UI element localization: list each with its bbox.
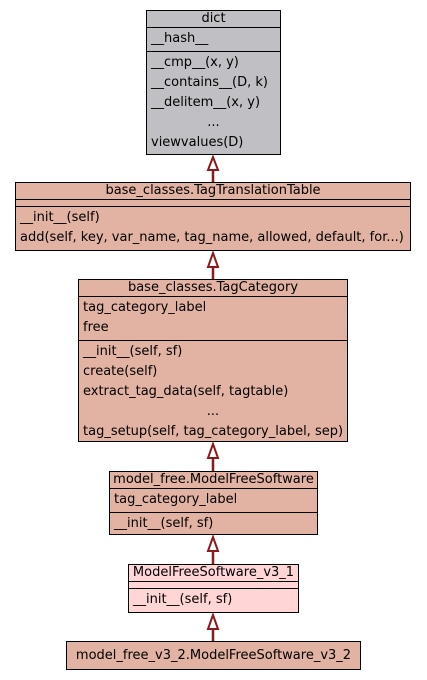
operation: create(self) [83,364,158,379]
operations-section: __init__(self, sf) [129,589,298,612]
attribute: __hash__ [151,31,209,46]
operations-section: __init__(self, sf) [110,513,317,536]
attributes-section [129,582,298,589]
class-name: ModelFreeSoftware_v3_1 [129,565,298,582]
attribute: tag_category_label [114,492,238,507]
operation: tag_setup(self, tag_category_label, sep) [83,424,344,439]
operation: __contains__(D, k) [151,75,268,90]
operation: add(self, key, var_name, tag_name, allow… [20,230,404,245]
operations-section: __cmp__(x, y) __contains__(D, k) __delit… [147,52,280,155]
operation: __delitem__(x, y) [151,95,261,110]
attributes-section: __hash__ [147,28,280,52]
attributes-section: tag_category_label [110,489,317,513]
inheritance-arrowhead [206,250,220,268]
attributes-section [16,200,410,207]
class-name: dict [147,11,280,28]
operation: __init__(self, sf) [133,592,233,607]
class-name: model_free.ModelFreeSoftware [110,472,317,489]
class-box-model-free-software[interactable]: model_free.ModelFreeSoftware tag_categor… [109,471,318,535]
attribute: free [83,320,109,335]
class-box-tag-category[interactable]: base_classes.TagCategory tag_category_la… [78,279,348,442]
attribute: tag_category_label [83,300,207,315]
operation: __init__(self, sf) [114,516,214,531]
class-name: base_classes.TagCategory [79,280,347,297]
operation: extract_tag_data(self, tagtable) [83,384,289,399]
operation: __init__(self) [20,210,100,225]
class-name: model_free_v3_2.ModelFreeSoftware_v3_2 [75,648,352,663]
attributes-section: tag_category_label free [79,297,347,341]
inheritance-arrowhead [206,612,220,630]
ellipsis: ... [206,404,220,419]
operations-section: __init__(self) add(self, key, var_name, … [16,207,410,250]
inheritance-arrowhead [206,154,220,171]
class-box-model-free-software-v3-1[interactable]: ModelFreeSoftware_v3_1 __init__(self, sf… [128,564,299,613]
operation: __init__(self, sf) [83,344,183,359]
inheritance-arrowhead [206,441,220,459]
class-name: base_classes.TagTranslationTable [16,183,410,200]
operation: __cmp__(x, y) [151,55,239,70]
class-box-dict[interactable]: dict __hash__ __cmp__(x, y) __contains__… [146,10,281,155]
operation: viewvalues(D) [151,135,244,150]
operations-section: __init__(self, sf) create(self) extract_… [79,341,347,444]
ellipsis: ... [207,115,220,130]
class-box-model-free-software-v3-2[interactable]: model_free_v3_2.ModelFreeSoftware_v3_2 [66,641,361,670]
class-box-tag-translation-table[interactable]: base_classes.TagTranslationTable __init_… [15,182,411,251]
inheritance-arrowhead [206,534,220,552]
